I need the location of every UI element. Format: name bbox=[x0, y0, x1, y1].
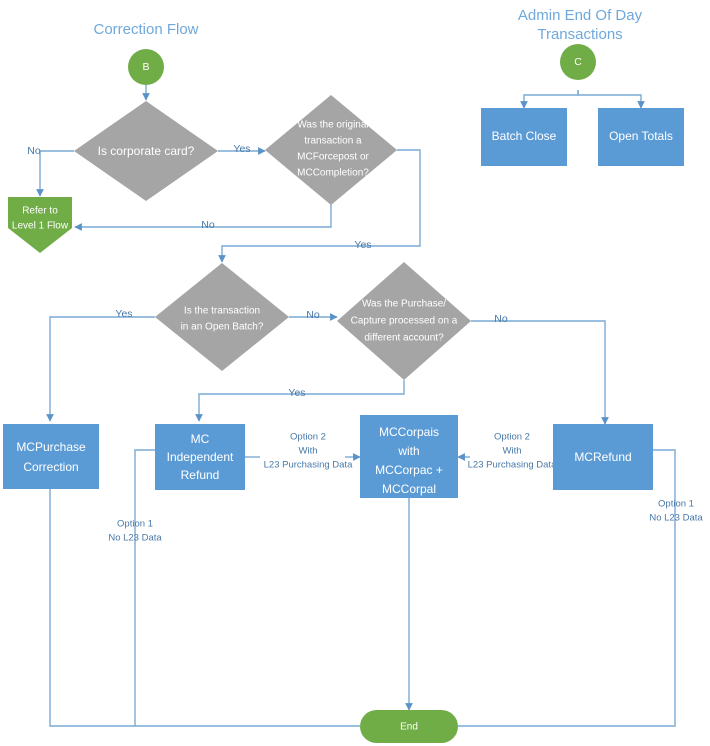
is-open-batch-line-1: in an Open Batch? bbox=[181, 322, 264, 333]
was-original-transaction-line-3: MCCompletion? bbox=[297, 168, 369, 179]
batch-close-rect bbox=[481, 108, 567, 166]
edge-label-option1-right-line2: No L23 Data bbox=[649, 513, 703, 524]
edge-label-option2-left-line2: With bbox=[299, 446, 318, 457]
edge-option1-right-to-end bbox=[458, 449, 676, 727]
edge-open-batch-yes bbox=[46, 316, 155, 422]
edge-label-yes-different-account: Yes bbox=[288, 387, 305, 399]
edge-mcpurchase-to-end bbox=[49, 489, 360, 727]
node-end[interactable]: End bbox=[360, 710, 458, 743]
is-open-batch-diamond bbox=[155, 263, 289, 371]
edge-original-txn-no bbox=[74, 196, 332, 231]
edge-label-yes-corporate-card: Yes bbox=[233, 143, 250, 155]
node-is-corporate-card[interactable]: Is corporate card? bbox=[74, 101, 218, 201]
edge-label-option2-right-line1: Option 2 bbox=[494, 432, 530, 443]
start-b-label: B bbox=[142, 61, 149, 73]
node-mc-independent-refund[interactable]: MC Independent Refund bbox=[155, 424, 245, 490]
edge-corporate-card-no bbox=[36, 150, 74, 197]
edge-different-account-no bbox=[471, 320, 609, 425]
edge-label-option1-right-line1: Option 1 bbox=[658, 499, 694, 510]
node-refer-to-level-1-flow[interactable]: Refer to Level 1 Flow bbox=[8, 197, 72, 253]
edge-label-no-different-account: No bbox=[494, 313, 508, 325]
open-totals-label: Open Totals bbox=[609, 129, 673, 143]
node-batch-close[interactable]: Batch Close bbox=[481, 108, 567, 166]
node-was-original-transaction[interactable]: Was the original transaction a MCForcepo… bbox=[265, 95, 397, 205]
page-title-admin-line2: Transactions bbox=[537, 26, 622, 43]
refer-to-level-1-flow-line-0: Refer to bbox=[22, 206, 58, 217]
mccorpais-rect bbox=[360, 415, 458, 498]
edge-label-option2-left-line3: L23 Purchasing Data bbox=[264, 460, 353, 471]
refer-to-level-1-flow-pentagon bbox=[8, 197, 72, 253]
refer-to-level-1-flow-line-1: Level 1 Flow bbox=[12, 221, 69, 232]
start-c-label: C bbox=[574, 56, 582, 68]
different-account-diamond bbox=[337, 262, 471, 380]
was-original-transaction-line-1: transaction a bbox=[304, 136, 362, 147]
mcrefund-line-0: MCRefund bbox=[574, 450, 631, 464]
node-open-totals[interactable]: Open Totals bbox=[598, 108, 684, 166]
node-start-b[interactable]: B bbox=[128, 49, 164, 85]
mccorpais-line-0: MCCorpais bbox=[379, 425, 439, 439]
mccorpais-line-2: MCCorpac + bbox=[375, 463, 443, 477]
end-label: End bbox=[400, 722, 418, 733]
different-account-line-0: Was the Purchase/ bbox=[362, 299, 446, 310]
start-c-circle bbox=[560, 44, 596, 80]
is-corporate-card-diamond bbox=[74, 101, 218, 201]
node-different-account[interactable]: Was the Purchase/ Capture processed on a… bbox=[337, 262, 471, 380]
is-open-batch-line-0: Is the transaction bbox=[184, 306, 260, 317]
mcpurchase-correction-line-0: MCPurchase bbox=[16, 440, 86, 454]
start-b-circle bbox=[128, 49, 164, 85]
mc-independent-refund-line-1: Independent bbox=[167, 450, 234, 464]
edge-label-option1-left-line1: Option 1 bbox=[117, 519, 153, 530]
edge-label-option2-right-line2: With bbox=[503, 446, 522, 457]
edge-label-option2-right-line3: L23 Purchasing Data bbox=[468, 460, 557, 471]
edge-label-option2-left-line1: Option 2 bbox=[290, 432, 326, 443]
is-corporate-card-line-0: Is corporate card? bbox=[98, 144, 195, 158]
edge-label-option1-left-line2: No L23 Data bbox=[108, 533, 162, 544]
node-mcpurchase-correction[interactable]: MCPurchase Correction bbox=[3, 424, 99, 489]
mc-independent-refund-rect bbox=[155, 424, 245, 490]
edge-label-no-corporate-card: No bbox=[27, 145, 41, 157]
end-stadium bbox=[360, 710, 458, 743]
edge-label-yes-open-batch: Yes bbox=[115, 308, 132, 320]
mcpurchase-correction-line-1: Correction bbox=[23, 460, 78, 474]
mcrefund-rect bbox=[553, 424, 653, 490]
edge-different-account-yes bbox=[195, 380, 405, 422]
page-title-correction-flow: Correction Flow bbox=[93, 21, 198, 38]
edge-label-no-original-txn: No bbox=[201, 219, 215, 231]
was-original-transaction-line-2: MCForcepost or bbox=[297, 152, 369, 163]
was-original-transaction-line-0: Was the original bbox=[297, 120, 368, 131]
node-start-c[interactable]: C bbox=[560, 44, 596, 80]
open-totals-rect bbox=[598, 108, 684, 166]
node-mccorpais[interactable]: MCCorpais with MCCorpac + MCCorpal bbox=[360, 415, 458, 498]
node-mcrefund[interactable]: MCRefund bbox=[553, 424, 653, 490]
different-account-line-1: Capture processed on a bbox=[351, 316, 458, 327]
edge-original-txn-yes bbox=[218, 149, 421, 263]
was-original-transaction-diamond bbox=[265, 95, 397, 205]
edge-label-no-open-batch: No bbox=[306, 309, 320, 321]
edge-c-to-open-totals bbox=[577, 90, 645, 109]
edge-option1-left-to-end bbox=[134, 449, 155, 726]
mc-independent-refund-line-2: Refund bbox=[181, 468, 220, 482]
batch-close-label: Batch Close bbox=[492, 129, 557, 143]
different-account-line-2: different account? bbox=[364, 333, 444, 344]
mccorpais-line-3: MCCorpal bbox=[382, 482, 436, 496]
mccorpais-line-1: with bbox=[397, 444, 419, 458]
edge-label-yes-original-txn: Yes bbox=[354, 239, 371, 251]
mc-independent-refund-line-0: MC bbox=[191, 432, 210, 446]
page-title-admin-line1: Admin End Of Day bbox=[518, 7, 643, 24]
mcpurchase-correction-rect bbox=[3, 424, 99, 489]
node-is-open-batch[interactable]: Is the transaction in an Open Batch? bbox=[155, 263, 289, 371]
